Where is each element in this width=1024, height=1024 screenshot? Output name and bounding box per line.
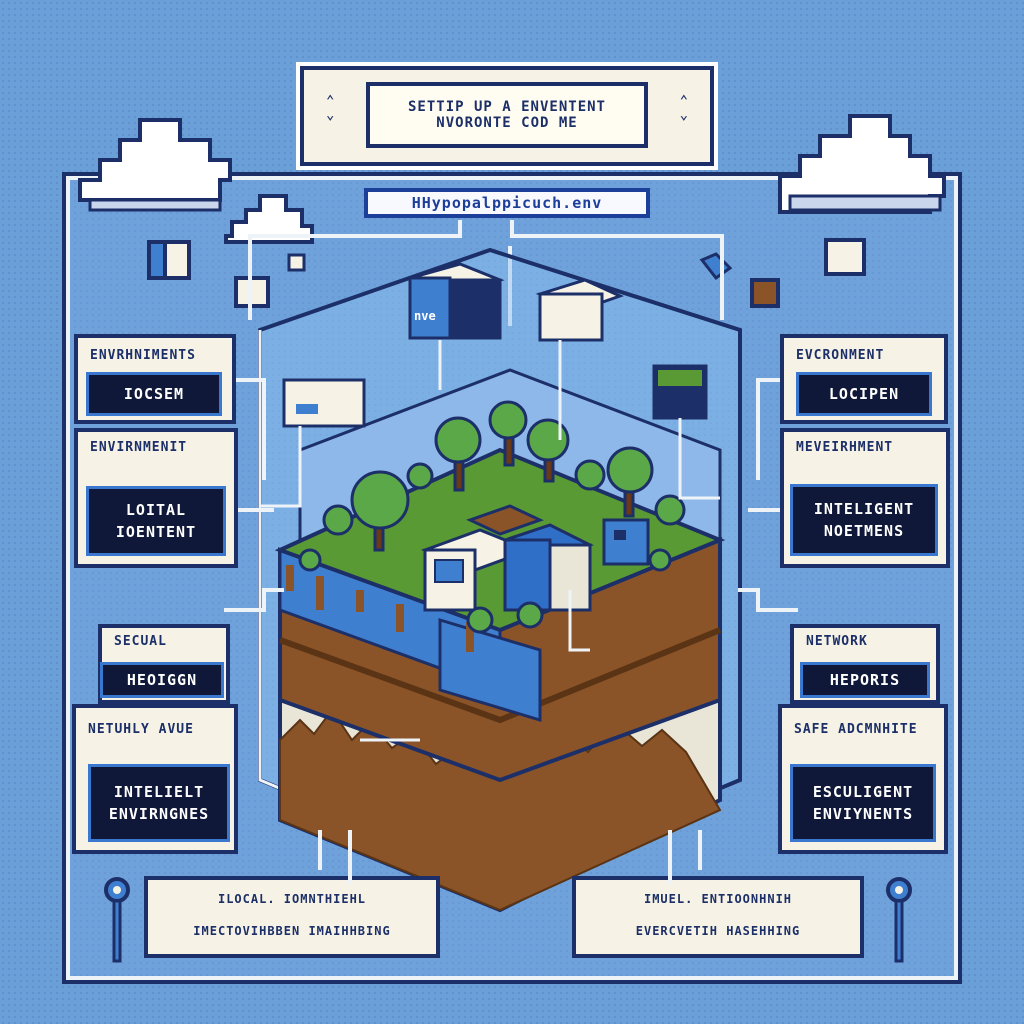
bottom-right-box: IMUEL. ENTIOONHNIH EVERCVETIH HASEHHING — [572, 876, 864, 958]
bottom-left-box: ILOCAL. IOMNTHIEHL IMECTOVIHBBEN IMAIHHB… — [144, 876, 440, 958]
cube-icon — [535, 278, 625, 342]
cube-icon — [824, 238, 866, 276]
chevron-up-down-icon[interactable]: ⌃⌄ — [679, 93, 688, 123]
cube-icon — [602, 518, 650, 566]
cube-icon — [287, 253, 306, 272]
left-panel-2-label: ENVIRNMENIT — [90, 440, 188, 455]
left-panel-1-label: ENVRHNIMENTS — [90, 348, 196, 363]
title-panel: SETTIP UP A ENVENTENT NVORONTE COD ME — [366, 82, 648, 148]
right-panel-2-value[interactable]: INTELIGENT NOETMENS — [790, 484, 938, 556]
bottom-right-line-1: IMUEL. ENTIOONHNIH — [643, 892, 793, 906]
right-panel-1-label: EVCRONMENT — [796, 348, 885, 363]
left-panel-4-value[interactable]: INTELIELT ENVIRNGNES — [88, 764, 230, 842]
right-panel-2-value-line2: NOETMENS — [823, 522, 905, 540]
pin-icon — [886, 877, 912, 963]
cube-icon — [750, 278, 780, 308]
bottom-left-line-2: IMECTOVIHBBEN IMAIHHBING — [193, 924, 391, 938]
env-file-tag[interactable]: HHypopalppicuch.env — [364, 188, 650, 218]
title-box: ⌃⌄ SETTIP UP A ENVENTENT NVORONTE COD ME… — [300, 66, 714, 166]
bottom-left-line-1: ILOCAL. IOMNTHIEHL — [217, 892, 367, 906]
right-panel-2-value-line1: INTELIGENT — [813, 500, 915, 518]
right-panel-3-value[interactable]: HEPORIS — [800, 662, 930, 698]
title-line-2: NVORONTE COD ME — [436, 115, 578, 131]
left-panel-3-label: SECUAL — [114, 634, 167, 649]
left-panel-4-value-line1: INTELIELT — [113, 783, 205, 801]
server-icon — [282, 378, 366, 428]
cloud-icon — [224, 194, 314, 244]
left-panel-1-value[interactable]: IOCSEM — [86, 372, 222, 416]
left-panel-4-value-line2: ENVIRNGNES — [108, 805, 210, 823]
left-panel-2-value-line1: LOITAL — [125, 501, 187, 519]
cube-icon — [652, 364, 708, 420]
right-panel-1-value[interactable]: LOCIPEN — [796, 372, 932, 416]
chevron-up-down-icon[interactable]: ⌃⌄ — [326, 93, 335, 123]
left-panel-4-label: NETUHLY AVUE — [88, 722, 194, 737]
server-icon — [501, 523, 594, 612]
left-panel-2-value-line2: IOENTENT — [115, 523, 197, 541]
connector-lines — [248, 220, 724, 326]
cube-icon — [147, 240, 191, 280]
bottom-connectors — [318, 830, 702, 884]
right-panel-4-value[interactable]: ESCULIGENT ENVIYNENTS — [790, 764, 936, 842]
cube-icon: nve — [405, 262, 505, 340]
right-panel-4-value-line1: ESCULIGENT — [812, 783, 914, 801]
bottom-right-line-2: EVERCVETIH HASEHHING — [635, 924, 801, 938]
right-panel-4-label: SAFE ADCMNHITE — [794, 722, 918, 737]
right-panel-4-value-line2: ENVIYNENTS — [812, 805, 914, 823]
title-line-1: SETTIP UP A ENVENTENT — [407, 99, 606, 115]
cube-label: nve — [414, 309, 436, 323]
pin-icon — [104, 877, 130, 963]
tree-icon — [298, 400, 686, 634]
cloud-icon — [778, 114, 946, 214]
left-panel-2-value[interactable]: LOITAL IOENTENT — [86, 486, 226, 556]
left-panel-3-value[interactable]: HEOIGGN — [100, 662, 224, 698]
right-panel-3-label: NETWORK — [806, 634, 868, 649]
right-panel-2-label: MEVEIRHMENT — [796, 440, 894, 455]
cloud-icon — [78, 118, 232, 212]
terrain-diagram: nve — [248, 220, 742, 913]
